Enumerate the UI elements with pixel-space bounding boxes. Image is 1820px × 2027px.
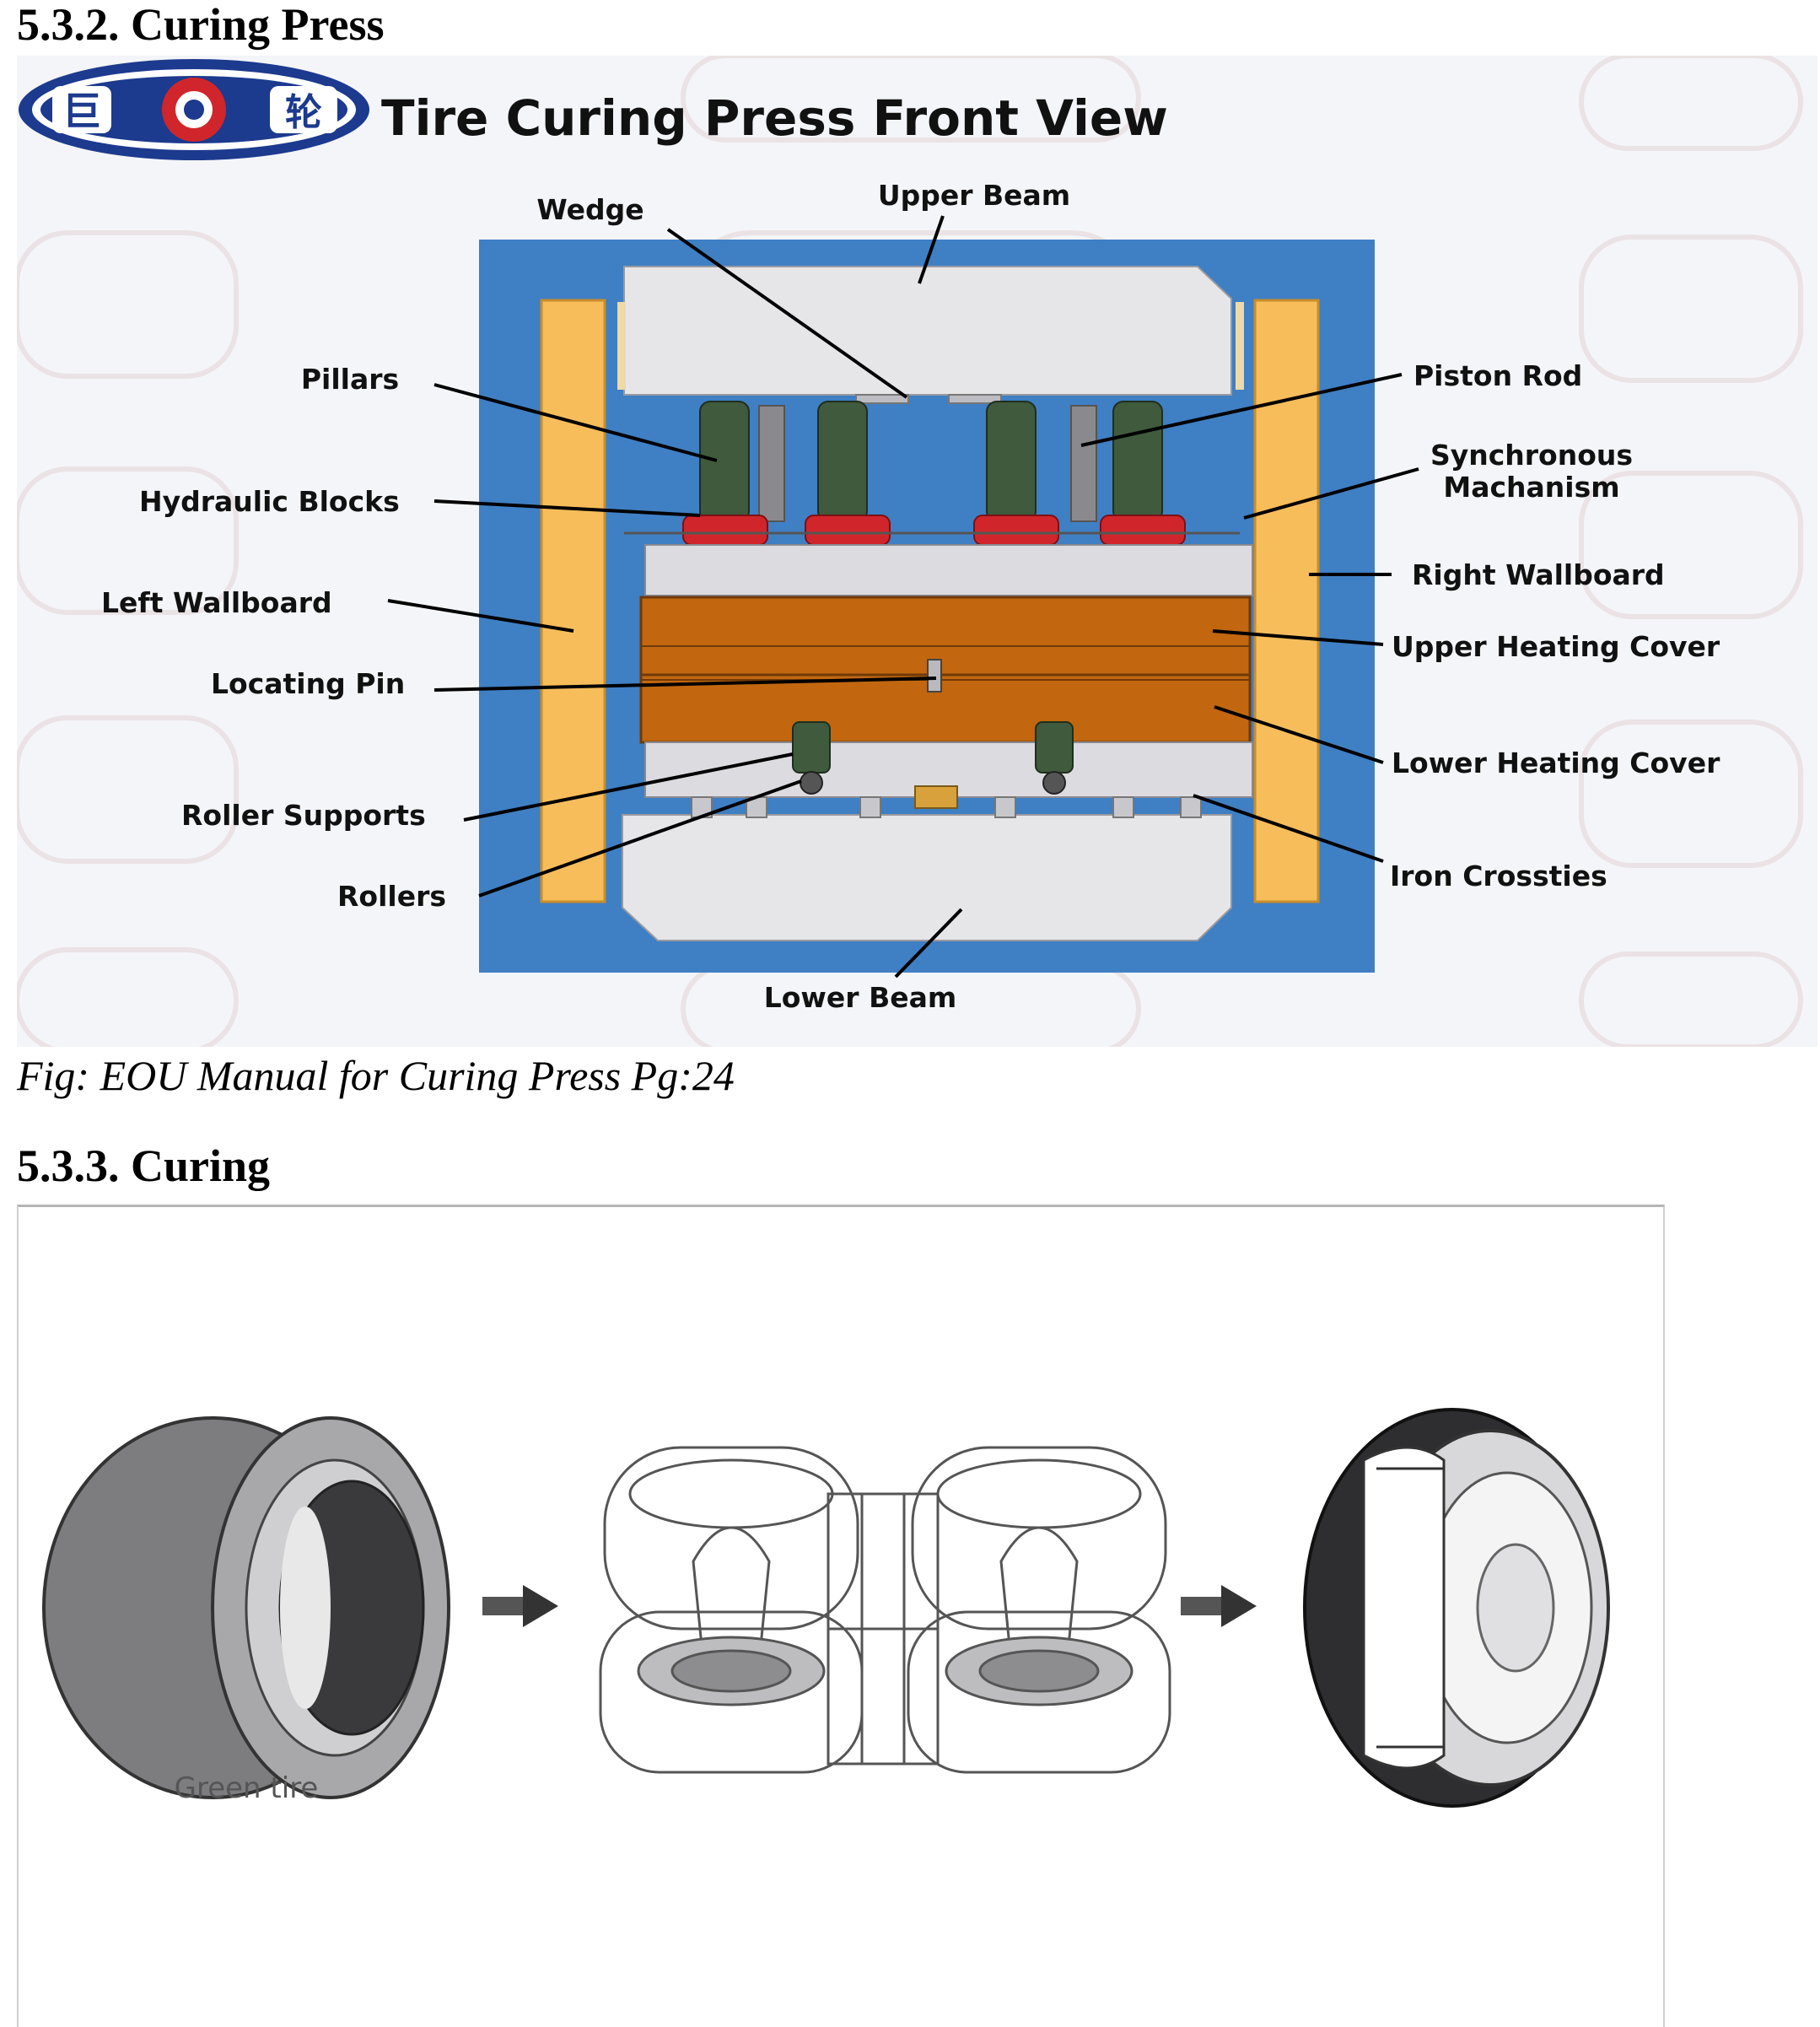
section-heading-curing: 5.3.3. Curing [17,1140,271,1191]
label-iron-crossties: Iron Crossties [1390,860,1607,892]
label-lower-beam: Lower Beam [764,981,957,1014]
figure-caption: Fig: EOU Manual for Curing Press Pg:24 [17,1052,735,1099]
leader-lines [387,215,1419,978]
right-wallboard [1253,299,1320,903]
label-right-wallboard: Right Wallboard [1412,558,1665,591]
label-wedge: Wedge [536,193,643,226]
upper-beam [623,266,1232,396]
left-wallboard [540,299,606,903]
figure-title: Tire Curing Press Front View [381,89,1168,147]
upper-heating-cover [639,596,1252,677]
label-synchronous-line1: Synchronous [1430,439,1633,472]
locating-pin [927,659,942,693]
label-piston-rod: Piston Rod [1413,359,1582,392]
label-hydraulic-blocks: Hydraulic Blocks [139,485,400,518]
label-roller-supports: Roller Supports [181,799,426,832]
green-tire-label: Green tire [175,1771,319,1805]
cured-tire-icon [1303,1408,1610,1808]
label-synchronous-line2: Machanism [1443,471,1619,504]
wedge [855,394,909,404]
label-upper-beam: Upper Beam [878,179,1070,212]
section-heading-curing-press: 5.3.2. Curing Press [17,0,385,50]
middle-plate [644,544,1253,596]
pillars [699,401,1163,522]
company-logo: 巨 轮 [19,59,369,160]
logo-glyph-right: 轮 [285,91,322,134]
label-rollers: Rollers [337,880,446,913]
label-upper-heating-cover: Upper Heating Cover [1392,630,1720,663]
arrow-right-icon [1181,1585,1257,1627]
iron-crossties [691,796,1202,818]
center-fitting [914,785,958,809]
arrow-right-icon [482,1585,558,1627]
lower-heating-cover [639,673,1252,744]
label-locating-pin: Locating Pin [211,667,405,700]
label-left-wallboard: Left Wallboard [101,586,332,619]
curing-press-icon [599,1446,1171,1774]
curing-press-figure: 巨 轮 Tire Curing Press Front View [17,56,1817,1047]
label-pillars: Pillars [301,363,399,396]
label-lower-heating-cover: Lower Heating Cover [1392,747,1720,779]
green-tire-icon [42,1416,450,1799]
logo-glyph-left: 巨 [62,89,101,134]
roller-supports [792,721,1074,774]
lower-beam [622,814,1232,941]
curing-process-figure: Green tire [17,1205,1665,2027]
